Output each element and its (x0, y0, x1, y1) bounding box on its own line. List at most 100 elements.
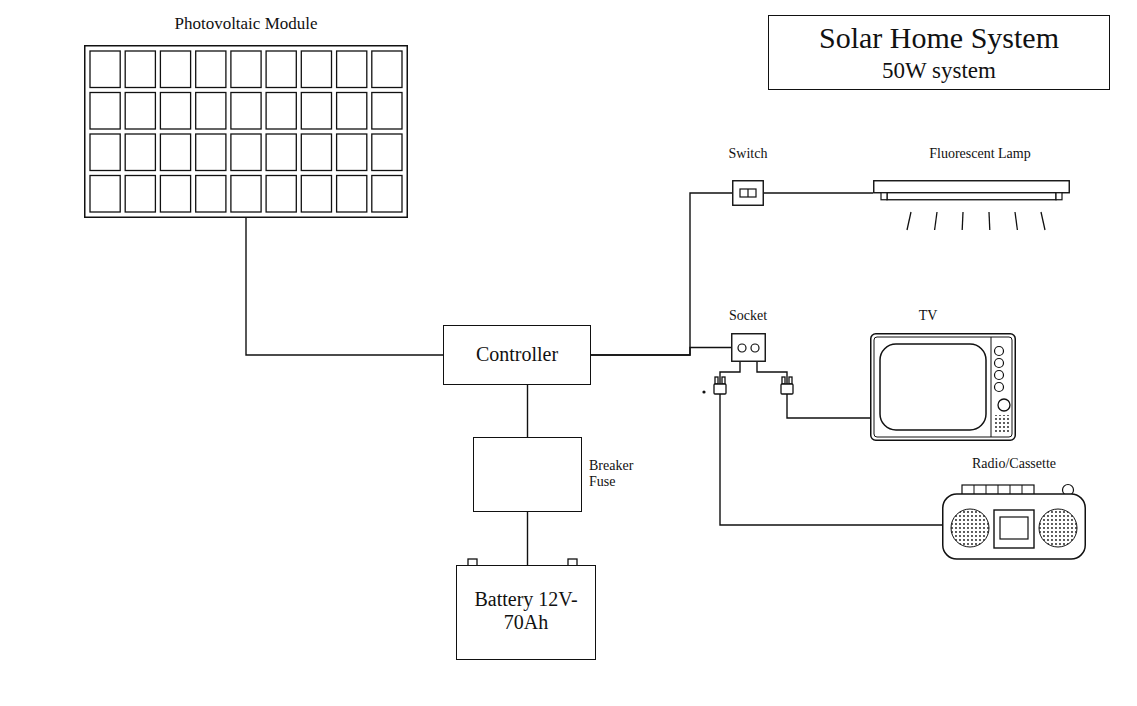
shape-part (337, 176, 367, 213)
shape-part (372, 134, 402, 171)
shape-part (1000, 517, 1028, 539)
plug (714, 377, 726, 394)
shape-part (231, 134, 261, 171)
shape-part (196, 93, 226, 130)
shape-part (301, 93, 331, 130)
shape-part (995, 359, 1004, 368)
shape-part (871, 334, 1016, 441)
node-label: Fluorescent Lamp (887, 146, 1073, 162)
shape-part (160, 134, 190, 171)
shape-part (372, 51, 402, 88)
node-label: Photovoltaic Module (84, 14, 408, 34)
fluorescent-lamp-node: Fluorescent Lamp (873, 146, 1073, 246)
shape-part (337, 93, 367, 130)
plug-prong (715, 377, 718, 384)
socket-node: Socket (718, 308, 778, 364)
node-label: Socket (718, 308, 778, 324)
shape-part (1039, 509, 1077, 547)
shape-part (90, 134, 120, 171)
node-label: Radio/Cassette (940, 456, 1088, 472)
node-label: Switch (712, 146, 784, 162)
shape-part (988, 212, 990, 230)
stray-dot (702, 390, 705, 393)
shape-part (880, 344, 986, 430)
socket-symbol (731, 333, 766, 362)
breaker-box-node: Breaker Fuse (473, 437, 648, 512)
subtitle-text: 50W system (768, 58, 1110, 84)
shape-part (935, 212, 937, 230)
shape-part (90, 93, 120, 130)
shape-part (1015, 212, 1017, 230)
shape-part (874, 337, 1012, 437)
shape-part (881, 193, 887, 200)
tv-set-node: TV (868, 308, 1018, 442)
plug-body (714, 384, 726, 394)
shape-part (372, 93, 402, 130)
switch-node: Switch (712, 146, 784, 208)
shape-part (231, 93, 261, 130)
shape-part (951, 509, 989, 547)
title-text: Solar Home System (768, 21, 1110, 56)
wire (591, 348, 731, 356)
shape-part (125, 134, 155, 171)
shape-part (337, 134, 367, 171)
shape-part (1056, 193, 1062, 200)
shape-part (90, 176, 120, 213)
shape-part (301, 134, 331, 171)
shape-part (301, 51, 331, 88)
shape-part (196, 176, 226, 213)
shape-part (196, 134, 226, 171)
shape-part (301, 176, 331, 213)
shape-part (337, 51, 367, 88)
shape-part (372, 176, 402, 213)
node-label: TV (898, 308, 958, 324)
shape-part (85, 46, 408, 218)
wire (591, 193, 732, 355)
plug-prong (789, 377, 792, 384)
shape-part (1041, 212, 1045, 230)
shape-part (994, 510, 1034, 548)
fluorescent-lamp (873, 180, 1070, 242)
wire (764, 192, 873, 193)
radio-symbol (942, 482, 1086, 560)
node-label: Battery 12V-70Ah (471, 588, 581, 634)
pv-panel (84, 45, 408, 218)
shape-part (160, 176, 190, 213)
shape-part (991, 337, 992, 437)
wire (246, 218, 443, 355)
shape-part (266, 176, 296, 213)
shape-part (995, 383, 1004, 392)
battery-box-node: Battery 12V-70Ah (456, 556, 598, 662)
pv-module-node: Photovoltaic Module (84, 12, 408, 218)
shape-part (887, 193, 1056, 200)
wire (527, 512, 528, 565)
wire (527, 385, 528, 437)
shape-part (196, 51, 226, 88)
plug-prong (722, 377, 725, 384)
shape-part (160, 51, 190, 88)
switch-symbol (732, 180, 764, 206)
shape-part (125, 176, 155, 213)
socket (731, 333, 766, 362)
breaker-box (473, 437, 582, 512)
tv-symbol (870, 333, 1016, 441)
shape-part (993, 415, 1010, 434)
shape-part (874, 181, 1070, 193)
shape-part (90, 51, 120, 88)
shape-part (266, 134, 296, 171)
radio-cassette-node: Radio/Cassette (940, 456, 1088, 562)
shape-part (751, 344, 759, 352)
plug-prong (782, 377, 785, 384)
controller-box-node: Controller (443, 325, 591, 385)
shape-part (907, 212, 911, 230)
title-box-node: Solar Home System50W system (768, 15, 1110, 90)
shape-part (998, 399, 1010, 411)
shape-part (125, 51, 155, 88)
shape-part (995, 371, 1004, 380)
pv-module (84, 45, 408, 218)
tv-set (870, 333, 1016, 441)
shape-part (266, 51, 296, 88)
shape-part (732, 334, 766, 362)
